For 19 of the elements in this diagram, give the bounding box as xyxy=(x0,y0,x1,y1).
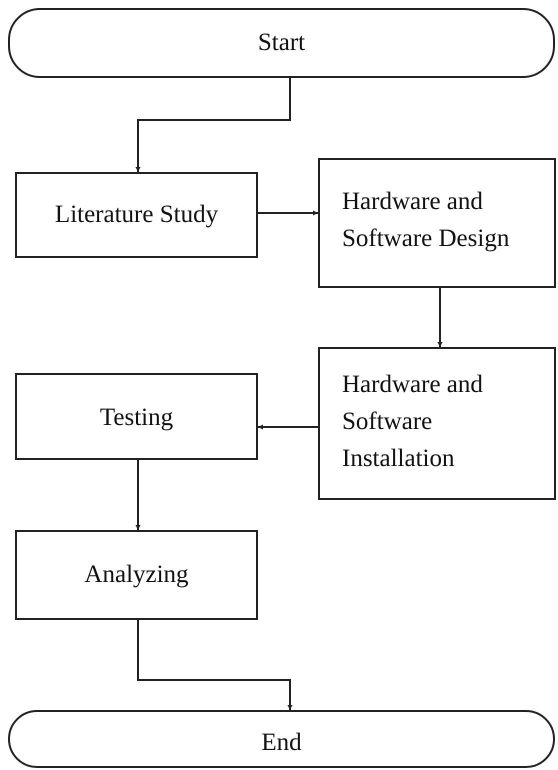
arrow xyxy=(136,78,291,172)
arrow xyxy=(258,424,318,430)
node-label: Hardware and Software Design xyxy=(342,187,510,254)
node-label: Literature Study xyxy=(54,200,218,230)
node-label: Analyzing xyxy=(84,560,189,590)
process-box xyxy=(15,530,258,620)
node-label: End xyxy=(261,728,302,758)
process-box xyxy=(318,158,556,288)
arrow xyxy=(136,460,140,530)
node-label: Start xyxy=(258,28,306,58)
arrow xyxy=(137,620,292,710)
process-box xyxy=(15,373,258,460)
node-label: Testing xyxy=(100,403,174,433)
arrow xyxy=(438,288,442,347)
process-box xyxy=(15,172,258,258)
node-label: Hardware and Software Installation xyxy=(342,370,484,474)
terminal-box xyxy=(8,8,555,78)
arrow xyxy=(258,210,318,216)
process-box xyxy=(318,347,556,500)
